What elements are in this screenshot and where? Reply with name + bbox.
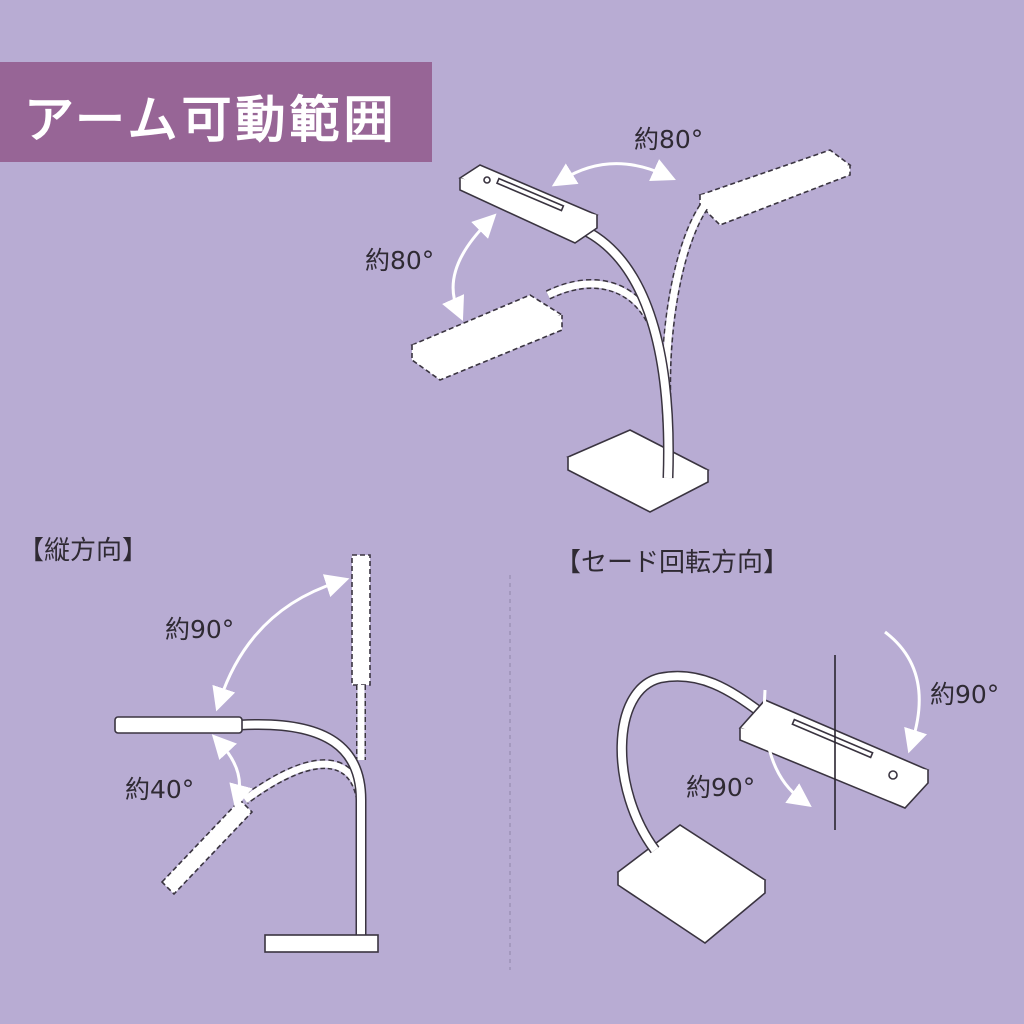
vertical-arrow (442, 213, 497, 321)
rotation-section-heading: 【セード回転方向】 (555, 548, 790, 578)
down-angle-label: 約40° (125, 775, 195, 804)
lamp-base-side (264, 934, 379, 953)
lamp-head-horizontal (114, 716, 243, 734)
vertical-angle-label: 約80° (365, 246, 435, 275)
dashed-head-tilted (160, 798, 254, 896)
vertical-section-heading: 【縦方向】 (18, 536, 149, 566)
dashed-head-right (661, 149, 852, 431)
title-banner: アーム可動範囲 (0, 62, 432, 162)
page-title: アーム可動範囲 (24, 91, 398, 149)
rotate-right-arrow (884, 630, 928, 754)
rotate-left-arrow (762, 689, 812, 807)
lamp-base (566, 429, 710, 513)
rotation-lamp (616, 670, 930, 944)
up-angle-label: 約90° (165, 615, 235, 644)
dashed-head-upright (351, 554, 371, 686)
right-angle-label: 約90° (930, 680, 1000, 709)
down-arrow (211, 734, 253, 809)
left-angle-label: 約90° (686, 773, 756, 802)
side-lamp (114, 554, 379, 953)
lamp-head (458, 164, 599, 244)
horizontal-angle-label: 約80° (634, 125, 704, 154)
horizontal-arrow (551, 159, 676, 187)
dashed-head-left (410, 278, 660, 381)
top-lamp (410, 149, 852, 513)
up-arrow (212, 574, 350, 712)
